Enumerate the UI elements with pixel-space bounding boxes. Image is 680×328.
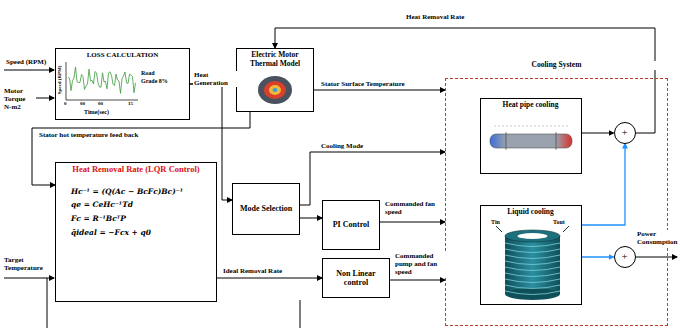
edge-label: Stator hot temperature feed back	[38, 131, 139, 139]
coil-windings	[505, 243, 560, 295]
annotation-label: Tin	[491, 219, 500, 226]
output-arrow	[636, 257, 677, 258]
coil-winding	[505, 243, 560, 247]
motor-body	[258, 76, 292, 104]
edge-label: Commanded pump and fan speed	[394, 252, 446, 276]
annotation-label: Power Consumption	[637, 230, 680, 246]
process-box: Electric Motor Thermal Model	[236, 48, 314, 112]
input-arrow	[4, 70, 54, 71]
annotation-label: Road	[141, 70, 155, 77]
equation: q̄ideal = −Fcx + q0	[71, 229, 151, 238]
equation: Hc⁻¹ = (Q(Ac − BcFc)Bc)⁻¹	[71, 188, 183, 197]
coil-winding	[505, 279, 560, 283]
motor-shaft	[273, 88, 278, 92]
motor-heat	[264, 81, 286, 99]
annotation-label: 0	[64, 101, 67, 107]
sum-junction: +	[614, 122, 636, 144]
plot-axes	[66, 62, 138, 100]
connector	[314, 90, 445, 91]
coil-bore	[518, 233, 548, 239]
system-region: Cooling SystemHeat pipe coolingLiquid co…	[445, 78, 668, 326]
process-box: LOSS CALCULATION	[55, 48, 190, 120]
edge-label: Cooling Mode	[320, 142, 364, 150]
node-text: Non Linear control	[326, 269, 386, 287]
coil-winding	[505, 249, 560, 253]
coil-winding	[505, 285, 560, 289]
input-arrow	[36, 98, 54, 99]
connector	[582, 133, 614, 134]
connector	[190, 84, 232, 200]
annotation-label: 15	[128, 101, 133, 107]
axis-label: Speed (RPM)	[57, 58, 63, 102]
signal-line	[300, 300, 301, 328]
connector	[32, 112, 250, 185]
coil-picture	[496, 226, 569, 300]
connector	[582, 144, 626, 226]
annotation-label: Motor Torque N-m2	[4, 87, 34, 111]
node-text: Electric Motor Thermal Model	[240, 51, 310, 68]
annotation-label: Speed (RPM)	[6, 58, 46, 66]
connector	[582, 256, 614, 257]
connector	[275, 28, 655, 133]
coil-winding	[505, 261, 560, 265]
coil-body	[505, 236, 560, 294]
coil-winding	[505, 255, 560, 259]
node-text: Heat pipe cooling	[503, 101, 559, 110]
edge-label: Commanded fan speed	[384, 200, 444, 216]
annotation-label: Grade 8%	[141, 78, 168, 85]
coil-base	[505, 288, 560, 300]
motor-picture	[258, 76, 292, 104]
controller-box: Heat Removal Rate (LQR Control) Hc⁻¹ = (Q…	[55, 162, 217, 302]
annotation-label: 00	[80, 101, 85, 107]
annotation-label: Target Temperature	[4, 256, 52, 272]
region-title: Cooling System	[446, 61, 667, 70]
connector	[217, 278, 322, 279]
node-text: Liquid cooling	[507, 208, 553, 217]
coil-winding	[505, 291, 560, 295]
connector	[300, 218, 322, 219]
annotation-label: Tout	[553, 219, 565, 226]
process-box: PI Control	[322, 200, 380, 250]
heat-pipe	[490, 134, 572, 148]
node-text: PI Control	[333, 220, 370, 229]
equation: Fc = R⁻¹BcᵀP	[71, 215, 126, 224]
connector	[300, 152, 445, 205]
edge-label: Heat Removal Rate	[405, 13, 465, 21]
equation: qe = CeHc⁻¹Td	[71, 201, 133, 210]
node-text: LOSS CALCULATION	[87, 51, 159, 59]
process-box: Mode Selection	[232, 183, 300, 235]
motor-heat	[269, 85, 281, 95]
coil-winding	[505, 273, 560, 277]
coil-top	[505, 230, 560, 242]
edge-label: Stator Surface Temperature	[320, 80, 406, 88]
node-text: +	[621, 251, 627, 262]
plot-trace	[68, 67, 136, 94]
cooling-box: Heat pipe cooling	[480, 98, 582, 174]
signal-line	[47, 278, 48, 328]
coil-port	[496, 226, 569, 232]
coil-winding	[505, 267, 560, 271]
pipe-guide	[494, 126, 568, 127]
node-text: +	[621, 127, 627, 138]
controller-title: Heat Removal Rate (LQR Control)	[72, 165, 199, 175]
edge-label: Ideal Removal Rate	[222, 267, 283, 275]
connector	[390, 280, 445, 281]
process-box: Non Linear control	[322, 258, 390, 298]
node-text: Mode Selection	[240, 204, 292, 213]
annotation-label: Time(sec)	[84, 109, 109, 116]
heat-pipe-picture	[490, 126, 572, 150]
edge-label: Heat Generation	[193, 71, 237, 87]
sum-junction: +	[614, 246, 636, 268]
annotation-label: 00	[98, 101, 103, 107]
pipe-section	[506, 132, 556, 150]
connector	[380, 222, 445, 223]
